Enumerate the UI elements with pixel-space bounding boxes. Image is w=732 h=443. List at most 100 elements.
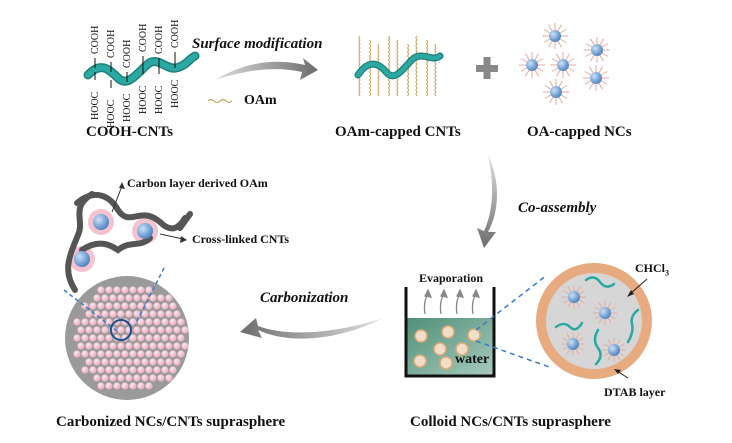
oa-ligand xyxy=(549,80,554,88)
oam-ligand xyxy=(425,39,428,97)
nanocrystal xyxy=(567,338,579,350)
pink-nc-sphere xyxy=(85,326,93,334)
oa-ligand xyxy=(566,333,571,340)
carbonized-suprasphere-illustration xyxy=(63,267,189,400)
pink-nc-sphere xyxy=(89,350,97,358)
pink-nc-sphere xyxy=(93,342,101,350)
pink-nc-sphere xyxy=(153,334,161,342)
pink-nc-sphere xyxy=(141,310,149,318)
pink-nc-sphere xyxy=(125,358,133,366)
pink-nc-sphere xyxy=(105,334,113,342)
cnt-fragment xyxy=(626,308,640,344)
carbonization-arrow xyxy=(240,318,383,339)
oa-ligand xyxy=(562,337,569,342)
oam-ligand xyxy=(406,43,409,97)
pink-nc-sphere xyxy=(133,310,141,318)
oa-ligand xyxy=(567,58,575,63)
oam-ligand xyxy=(415,35,418,97)
cooh-cnts-label: COOH-CNTs xyxy=(86,124,173,140)
oam-ligand xyxy=(387,35,390,97)
oa-ligand xyxy=(578,290,585,295)
pink-nc-sphere xyxy=(133,374,141,382)
pink-nc-sphere xyxy=(85,310,93,318)
pink-nc-sphere xyxy=(165,294,173,302)
oa-ligand xyxy=(557,40,562,48)
pink-nc-sphere xyxy=(157,342,165,350)
pink-nc-sphere xyxy=(157,310,165,318)
pink-nc-sphere xyxy=(153,350,161,358)
cooh-group-label: COOH xyxy=(170,20,181,48)
nanocrystal xyxy=(549,30,561,42)
pink-nc-sphere xyxy=(145,318,153,326)
pink-nc-sphere xyxy=(105,350,113,358)
pink-nc-sphere xyxy=(153,302,161,310)
oa-ligand xyxy=(544,94,552,99)
pink-nc-sphere xyxy=(173,358,181,366)
pink-nc-sphere xyxy=(117,326,125,334)
oa-ligand xyxy=(559,29,567,34)
oa-ligand xyxy=(565,53,570,61)
pink-nc-sphere xyxy=(145,366,153,374)
oa-ligand xyxy=(600,80,608,85)
oa-capped-ncs-label: OA-capped NCs xyxy=(527,124,632,140)
pink-nc-sphere xyxy=(77,326,85,334)
pink-nc-sphere xyxy=(149,294,157,302)
pink-nc-sphere xyxy=(129,366,137,374)
hooc-group-label: HOOC xyxy=(90,91,101,120)
oam-ligand xyxy=(396,39,399,97)
pink-nc-sphere xyxy=(89,318,97,326)
oa-ligand xyxy=(551,58,559,63)
oa-ligand xyxy=(548,40,553,48)
cooh-group-label: COOH xyxy=(90,26,101,54)
pink-nc-sphere xyxy=(113,286,121,294)
oa-ligand xyxy=(594,306,601,311)
cooh-group-label: COOH xyxy=(122,40,133,68)
oa-ligand xyxy=(536,58,544,63)
pink-nc-sphere xyxy=(89,334,97,342)
pink-nc-sphere xyxy=(77,342,85,350)
pink-nc-sphere xyxy=(129,286,137,294)
surface-modification-label: Surface modification xyxy=(192,36,323,52)
oa-ligand xyxy=(618,352,625,357)
pink-nc-sphere xyxy=(173,342,181,350)
pink-nc-sphere xyxy=(125,374,133,382)
pink-nc-sphere xyxy=(165,326,173,334)
oa-ligand xyxy=(548,24,553,32)
pink-nc-sphere xyxy=(109,294,117,302)
pink-nc-sphere xyxy=(73,350,81,358)
pink-nc-sphere xyxy=(141,342,149,350)
oa-ligand xyxy=(616,339,621,346)
pink-nc-sphere xyxy=(141,374,149,382)
hooc-group-label: HOOC xyxy=(154,85,165,114)
hooc-group-label: HOOC xyxy=(138,85,149,114)
pink-nc-sphere xyxy=(149,310,157,318)
pink-nc-sphere xyxy=(97,334,105,342)
pink-nc-sphere xyxy=(109,310,117,318)
carbonization-label: Carbonization xyxy=(260,290,349,306)
nanocrystal xyxy=(599,307,611,319)
pink-nc-sphere xyxy=(169,334,177,342)
pink-nc-sphere xyxy=(141,294,149,302)
pink-nc-sphere xyxy=(165,374,173,382)
oa-ligand xyxy=(567,286,572,293)
oa-ligand xyxy=(585,43,593,48)
oa-ligand xyxy=(556,69,561,77)
oam-ligand xyxy=(377,43,380,97)
pink-nc-sphere xyxy=(165,358,173,366)
cnt-fragment xyxy=(593,328,602,366)
oa-ligand xyxy=(534,53,539,61)
pink-nc-sphere xyxy=(93,326,101,334)
pink-nc-sphere xyxy=(121,366,129,374)
pink-nc-sphere xyxy=(97,302,105,310)
pink-nc-sphere xyxy=(93,374,101,382)
pink-nc-sphere xyxy=(109,358,117,366)
pink-nc-sphere xyxy=(165,342,173,350)
oa-ligand xyxy=(578,299,585,304)
droplet xyxy=(455,342,469,356)
pink-nc-sphere xyxy=(161,318,169,326)
oa-ligand xyxy=(543,38,551,43)
oam-legend-icon xyxy=(207,98,233,104)
oa-ligand xyxy=(603,352,610,357)
pink-nc-sphere xyxy=(137,382,145,390)
